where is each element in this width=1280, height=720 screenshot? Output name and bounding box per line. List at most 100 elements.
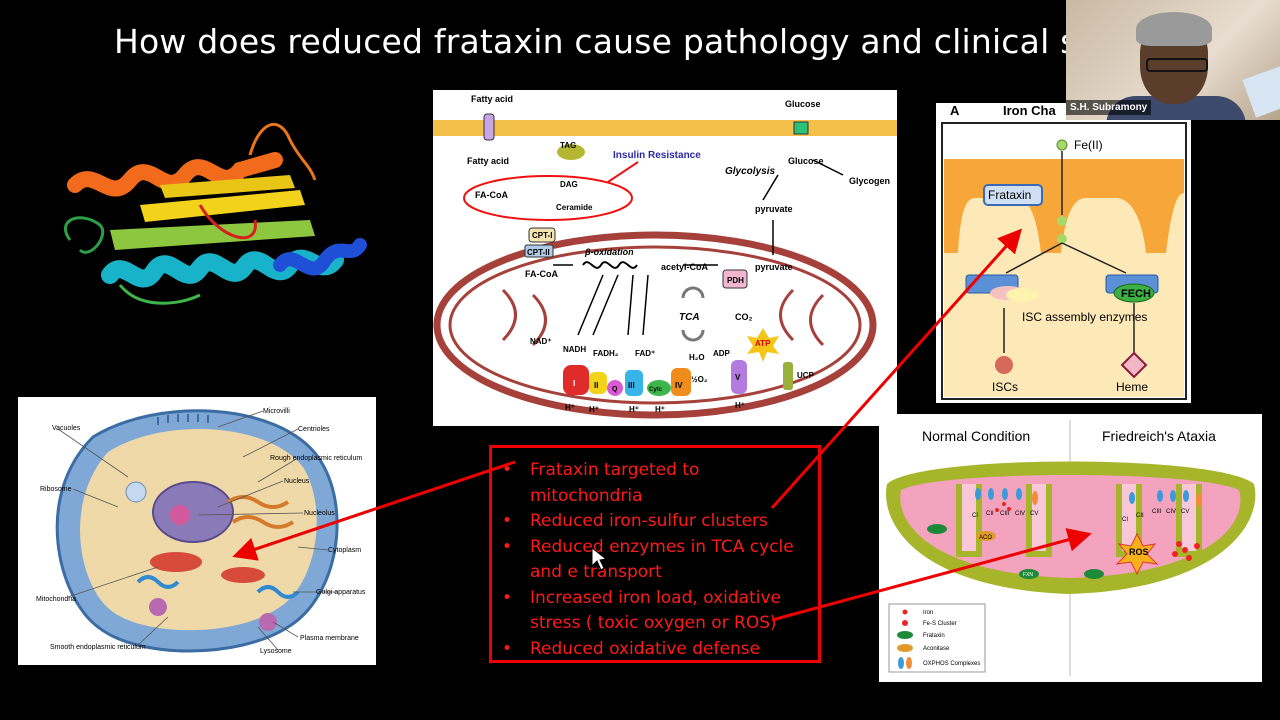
key-points-box: Frataxin targeted to mitochondria Reduce…	[489, 445, 821, 663]
label-cytoplasm: Cytoplasm	[328, 547, 361, 554]
svg-text:H⁺: H⁺	[735, 401, 745, 410]
svg-text:H⁺: H⁺	[589, 405, 599, 414]
label-acetyl-coa: acetyl-CoA	[661, 262, 709, 272]
label-cpt1: CPT-I	[532, 231, 552, 240]
label-complex-iii: III	[628, 381, 635, 390]
label-fatty-acid: Fatty acid	[467, 156, 509, 166]
label-microvilli: Microvilli	[263, 408, 290, 415]
loop-red	[198, 204, 257, 240]
svg-text:CIV: CIV	[1015, 511, 1025, 517]
participant-video[interactable]: S.H. Subramony	[1066, 0, 1280, 120]
label-frataxin: Frataxin	[988, 188, 1031, 202]
label-complex-q: Q	[612, 386, 618, 393]
label-mitochondria: Mitochondria	[36, 596, 76, 603]
svg-text:H⁺: H⁺	[655, 405, 665, 414]
label-beta-oxidation: β-oxidation	[584, 247, 634, 257]
label-smooth-er: Smooth endoplasmic reticulum	[50, 644, 146, 651]
label-glycogen: Glycogen	[849, 176, 890, 186]
label-cytc: Cytc	[649, 387, 663, 393]
label-fa-coa: FA-CoA	[475, 190, 508, 200]
label-ros: ROS	[1129, 547, 1149, 557]
svg-text:CIV: CIV	[1166, 509, 1176, 515]
svg-text:H⁺: H⁺	[629, 405, 639, 414]
label-complex-v: V	[735, 373, 741, 382]
label-friedreich: Friedreich's Ataxia	[1102, 428, 1216, 444]
animal-cell-figure: Microvilli Vacuoles Centrioles Rough end…	[18, 397, 376, 665]
legend-aconitase: Aconitase	[923, 646, 950, 652]
label-h-plus: H⁺	[565, 403, 575, 412]
label-fxn: FXN	[1023, 572, 1033, 578]
ros-burst	[1115, 532, 1159, 576]
label-vacuoles: Vacuoles	[52, 425, 81, 432]
bullet-oxidative-defense: Reduced oxidative defense	[492, 637, 818, 663]
label-co2: CO₂	[735, 312, 753, 322]
label-complex-iv: IV	[675, 381, 683, 390]
label-rough-er: Rough endoplasmic reticulum	[270, 455, 362, 462]
mitochondrion	[150, 552, 202, 572]
iron-chaperone-figure: A Iron Cha Fe(II) Frataxin FECH ISC asse…	[936, 103, 1191, 403]
label-lysosome: Lysosome	[260, 648, 292, 655]
loop-orange	[248, 122, 317, 181]
label-fech: FECH	[1121, 288, 1151, 300]
label-isc-enzymes: ISC assembly enzymes	[1022, 310, 1147, 324]
label-tca: TCA	[679, 312, 700, 323]
loop-green	[63, 216, 104, 254]
label-glycolysis: Glycolysis	[725, 166, 775, 177]
participant-name-label: S.H. Subramony	[1066, 100, 1152, 115]
label-ceramide: Ceramide	[556, 203, 593, 212]
legend-frataxin: Frataxin	[923, 633, 945, 639]
label-fad: FAD⁺	[635, 349, 655, 358]
frataxin-protein-structure	[63, 122, 367, 305]
label-normal-condition: Normal Condition	[922, 428, 1030, 444]
label-fa-coa-mito: FA-CoA	[525, 269, 558, 279]
sheet-green	[110, 220, 315, 250]
sheet-yellow-2	[160, 175, 295, 198]
slide-title: How does reduced frataxin cause patholog…	[114, 22, 1164, 61]
label-adp: ADP	[713, 349, 731, 358]
svg-text:CII: CII	[986, 511, 994, 517]
label-complex-ci-normal: CI	[972, 513, 978, 519]
label-heme: Heme	[1116, 380, 1148, 394]
svg-text:CIII: CIII	[1152, 509, 1162, 515]
label-half-o2: ½O₂	[691, 375, 708, 384]
bullet-iron-load: Increased iron load, oxidative stress ( …	[492, 586, 818, 637]
helix-blue	[273, 238, 367, 276]
bullet-frataxin-targeted: Frataxin targeted to mitochondria	[492, 458, 818, 509]
legend-fes-cluster: Fe-S Cluster	[923, 621, 957, 627]
label-golgi: Golgi apparatus	[316, 589, 366, 596]
label-dag: DAG	[560, 180, 578, 189]
label-plasma-membrane: Plasma membrane	[300, 635, 359, 642]
label-iscs: ISCs	[992, 380, 1018, 394]
label-complex-ii: II	[594, 381, 598, 390]
svg-text:CII: CII	[1136, 513, 1144, 519]
label-fe2: Fe(II)	[1074, 138, 1103, 152]
label-pyruvate-mito: pyruvate	[755, 262, 793, 272]
label-pdh: PDH	[727, 276, 744, 285]
svg-text:CV: CV	[1181, 509, 1189, 515]
label-h2o: H₂O	[689, 353, 705, 362]
label-cpt2: CPT-II	[527, 248, 550, 257]
key-points-list: Frataxin targeted to mitochondria Reduce…	[492, 448, 818, 662]
nucleus	[152, 481, 234, 543]
label-pyruvate-cyto: pyruvate	[755, 204, 793, 214]
label-atp: ATP	[755, 339, 771, 348]
label-nadh: NADH	[563, 345, 586, 354]
label-glucose-top: Glucose	[785, 99, 821, 109]
cell-membrane	[433, 120, 897, 136]
label-tag: TAG	[560, 141, 576, 150]
label-fatty-acid-top: Fatty acid	[471, 94, 513, 104]
svg-text:CIII: CIII	[1000, 511, 1010, 517]
label-ucp: UCP	[797, 371, 815, 380]
fa-mitochondria-comparison-figure: Normal Condition Friedreich's Ataxia CI …	[879, 414, 1262, 682]
label-insulin-resistance: Insulin Resistance	[613, 150, 701, 161]
helix-orange	[67, 152, 283, 197]
nucleolus	[170, 505, 190, 525]
label-nucleus: Nucleus	[284, 478, 310, 485]
label-complex-i: I	[573, 379, 575, 388]
svg-text:CV: CV	[1030, 511, 1038, 517]
label-centrioles: Centrioles	[298, 426, 330, 433]
label-complex-ci-fa: CI	[1122, 517, 1128, 523]
iron-figure-title: Iron Cha	[1003, 103, 1056, 118]
insulin-resistance-highlight	[463, 175, 633, 221]
label-glucose: Glucose	[788, 156, 824, 166]
